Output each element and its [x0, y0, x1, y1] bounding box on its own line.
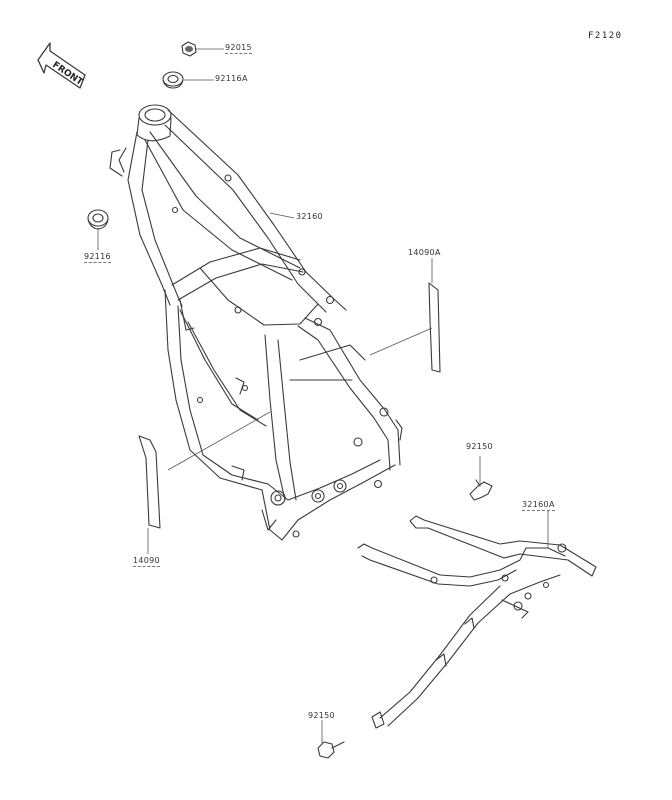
part-number-label[interactable]: 14090A — [408, 248, 441, 257]
main-frame — [109, 104, 403, 541]
bushing-top-icon — [162, 71, 184, 89]
part-number-label[interactable]: 92150 — [308, 711, 335, 720]
part-number-label[interactable]: 92150 — [466, 442, 493, 451]
frame-guard-left — [138, 435, 161, 529]
part-number-label[interactable]: 92116 — [84, 252, 111, 263]
frame-guard-right — [428, 282, 441, 373]
part-number-label[interactable]: 92015 — [225, 43, 252, 54]
part-number-label[interactable]: 32160 — [296, 212, 323, 221]
nut-icon — [181, 41, 197, 57]
bolt-upper-icon — [469, 479, 493, 501]
bolt-lower-icon — [317, 741, 345, 759]
part-number-label[interactable]: 92116A — [215, 74, 248, 83]
front-arrow-icon: FRONT — [37, 42, 86, 89]
figure-code: F2120 — [588, 31, 623, 41]
bushing-side-icon — [87, 209, 109, 230]
part-number-label[interactable]: 32160A — [522, 500, 555, 511]
sub-frame — [357, 515, 597, 729]
part-number-label[interactable]: 14090 — [133, 556, 160, 567]
front-arrow-text: FRONT — [50, 60, 85, 88]
